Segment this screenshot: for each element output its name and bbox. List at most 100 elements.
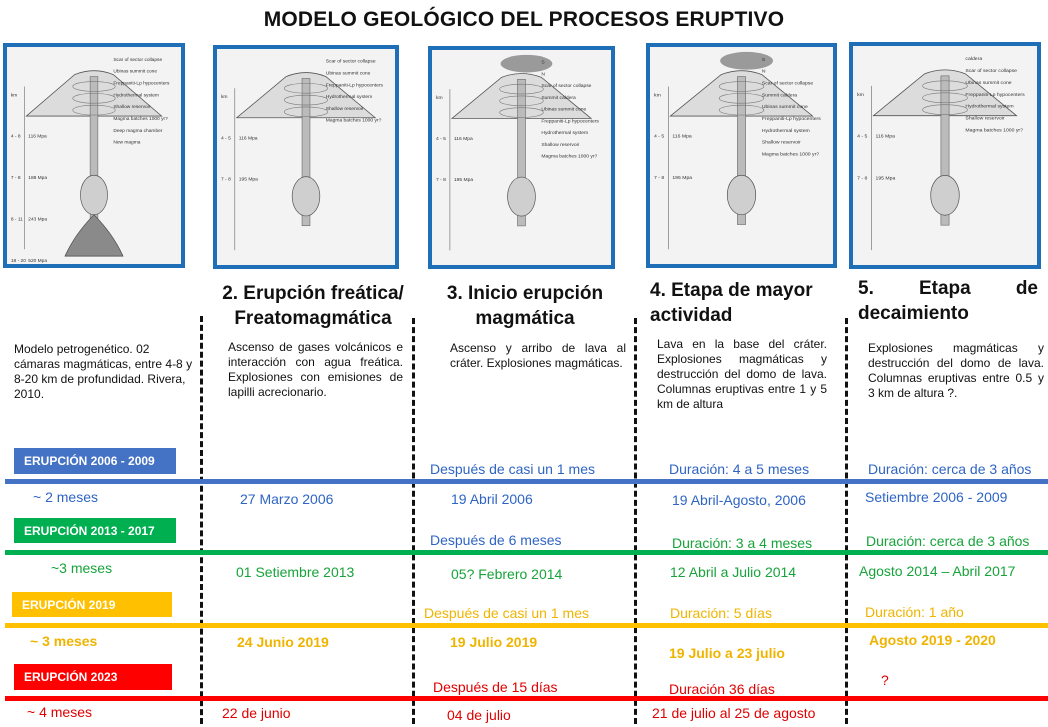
feature-label: Freppaniti-Lp hypocenters — [541, 118, 599, 124]
line-2019 — [5, 623, 1048, 628]
eruption-tag-2019: ERUPCIÓN 2019 — [12, 592, 172, 617]
conduit — [517, 79, 526, 227]
feature-label: Hydrothermal system — [965, 104, 1013, 110]
feature-label: Ubinas summit cone — [965, 80, 1011, 86]
depth-label: 4 - 8 — [11, 134, 21, 140]
feature-label: N — [541, 71, 545, 77]
feature-label: Magma batches 1000 yr? — [113, 116, 168, 122]
unknown-2023-stage5: ? — [881, 672, 889, 688]
date-2006-stage4: 19 Abril-Agosto, 2006 — [672, 492, 806, 508]
separator-4 — [845, 318, 848, 724]
wait-2006-stage3: Después de casi un 1 mes — [430, 461, 595, 477]
pressure-label: 195 Mpa — [875, 175, 895, 181]
wait-2023-stage3: Después de 15 días — [433, 679, 558, 695]
shallow-reservoir — [726, 174, 757, 216]
gap-2006: ~ 2 meses — [33, 489, 98, 505]
hypocenter-ellipse — [72, 81, 116, 92]
pressure-label: 243 Mpa — [28, 217, 47, 223]
ash-plume — [720, 51, 774, 70]
pressure-label: 195 Mpa — [239, 177, 258, 183]
shallow-reservoir — [930, 175, 960, 216]
deep-magma-chamber — [64, 214, 124, 257]
wait-2013-stage3: Después de 6 meses — [430, 532, 562, 548]
stage-2-heading: 2. Erupción freática/ Freatomagmática — [222, 283, 404, 329]
feature-label: S — [541, 60, 545, 66]
date-2023-stage3: 04 de julio — [447, 707, 511, 723]
pressure-label: 520 Mpa — [28, 258, 47, 264]
feature-label: Shallow reservoir — [541, 142, 579, 148]
shallow-reservoir — [291, 176, 321, 217]
feature-label: Magma batches 1000 yr? — [965, 128, 1023, 134]
feature-label: Scar of sector collapse — [965, 68, 1017, 74]
hypocenter-ellipse — [72, 104, 116, 116]
eruption-tag-2006: ERUPCIÓN 2006 - 2009 — [14, 448, 176, 474]
depth-label: 4 - 5 — [436, 136, 446, 142]
depth-label: 7 - 8 — [436, 177, 446, 183]
duration-2013-stage4: Duración: 3 a 4 meses — [672, 535, 813, 551]
shallow-reservoir — [80, 174, 108, 216]
feature-label: Magma batches 1000 yr? — [541, 154, 597, 160]
wait-2019-stage3: Después de casi un 1 mes — [424, 605, 589, 621]
feature-label: Freppaniti-Lp hypocenters — [326, 82, 384, 88]
feature-label: Freppaniti-Lp hypocenters — [762, 116, 821, 122]
duration-2023-stage4: Duración 36 días — [669, 681, 775, 697]
depth-label: 4 - 5 — [654, 134, 664, 140]
date-2019-stage4: 19 Julio a 23 julio — [669, 645, 785, 661]
feature-label: New magma — [113, 140, 140, 146]
feature-label: Hydrothermal system — [326, 94, 373, 100]
hypocenter-ellipse — [922, 104, 968, 115]
depth-label: 7 - 8 — [221, 177, 231, 183]
feature-label: Hydrothermal system — [113, 92, 159, 98]
depth-label: 4 - 5 — [857, 134, 867, 140]
line-2006 — [5, 479, 1048, 484]
feature-label: Summit caldera — [541, 95, 576, 101]
depth-label: km — [436, 95, 443, 101]
feature-label: Scar of sector collapse — [113, 57, 162, 63]
feature-label: Shallow reservoir — [113, 104, 150, 110]
hypocenter-ellipse — [922, 80, 968, 92]
date-2013-stage4: 12 Abril a Julio 2014 — [670, 564, 797, 580]
gap-2019: ~ 3 meses — [30, 633, 98, 649]
pressure-label: 188 Mpa — [28, 175, 47, 181]
conduit — [737, 76, 746, 225]
depth-label: km — [221, 94, 228, 100]
pressure-label: 116 Mpa — [454, 136, 473, 142]
feature-label: Ubinas summit cone — [326, 71, 371, 77]
separator-1 — [200, 316, 203, 724]
eruption-tag-2013: ERUPCIÓN 2013 - 2017 — [14, 518, 176, 543]
description-stage-2: Ascenso de gases volcánicos e interacció… — [228, 340, 403, 399]
date-2006-stage3: 19 Abril 2006 — [451, 491, 533, 507]
depth-label: km — [11, 92, 17, 98]
separator-3 — [634, 318, 637, 724]
hypocenter-ellipse — [499, 83, 544, 95]
depth-label: km — [654, 92, 661, 98]
hypocenter-ellipse — [718, 81, 765, 92]
ash-plume — [500, 54, 553, 73]
feature-label: Scar of sector collapse — [541, 83, 591, 89]
page-title: MODELO GEOLÓGICO DEL PROCESOS ERUPTIVO — [263, 8, 785, 31]
hypocenter-ellipse — [922, 92, 968, 104]
duration-2019-stage5: Duración: 1 año — [865, 604, 964, 620]
date-2006-stage2: 27 Marzo 2006 — [240, 491, 334, 507]
feature-label: Hydrothermal system — [541, 130, 588, 136]
date-2006-stage5: Setiembre 2006 - 2009 — [865, 489, 1008, 505]
pressure-label: 116 Mpa — [28, 134, 47, 140]
depth-label: 7 - 8 — [654, 175, 664, 181]
hypocenter-ellipse — [499, 95, 544, 106]
duration-2013-stage5: Duración: cerca de 3 años — [866, 533, 1030, 549]
date-2019-stage3: 19 Julio 2019 — [450, 634, 538, 650]
hypocenter-ellipse — [718, 93, 765, 104]
duration-2019-stage4: Duración: 5 días — [670, 605, 772, 621]
feature-label: Scar of sector collapse — [762, 81, 814, 87]
feature-label: Shallow reservoir — [965, 116, 1004, 122]
date-2019-stage5: Agosto 2019 - 2020 — [869, 632, 996, 648]
description-stage-1: Modelo petrogenético. 02 cámaras magmáti… — [14, 342, 193, 401]
depth-label: 7 - 8 — [11, 175, 21, 181]
